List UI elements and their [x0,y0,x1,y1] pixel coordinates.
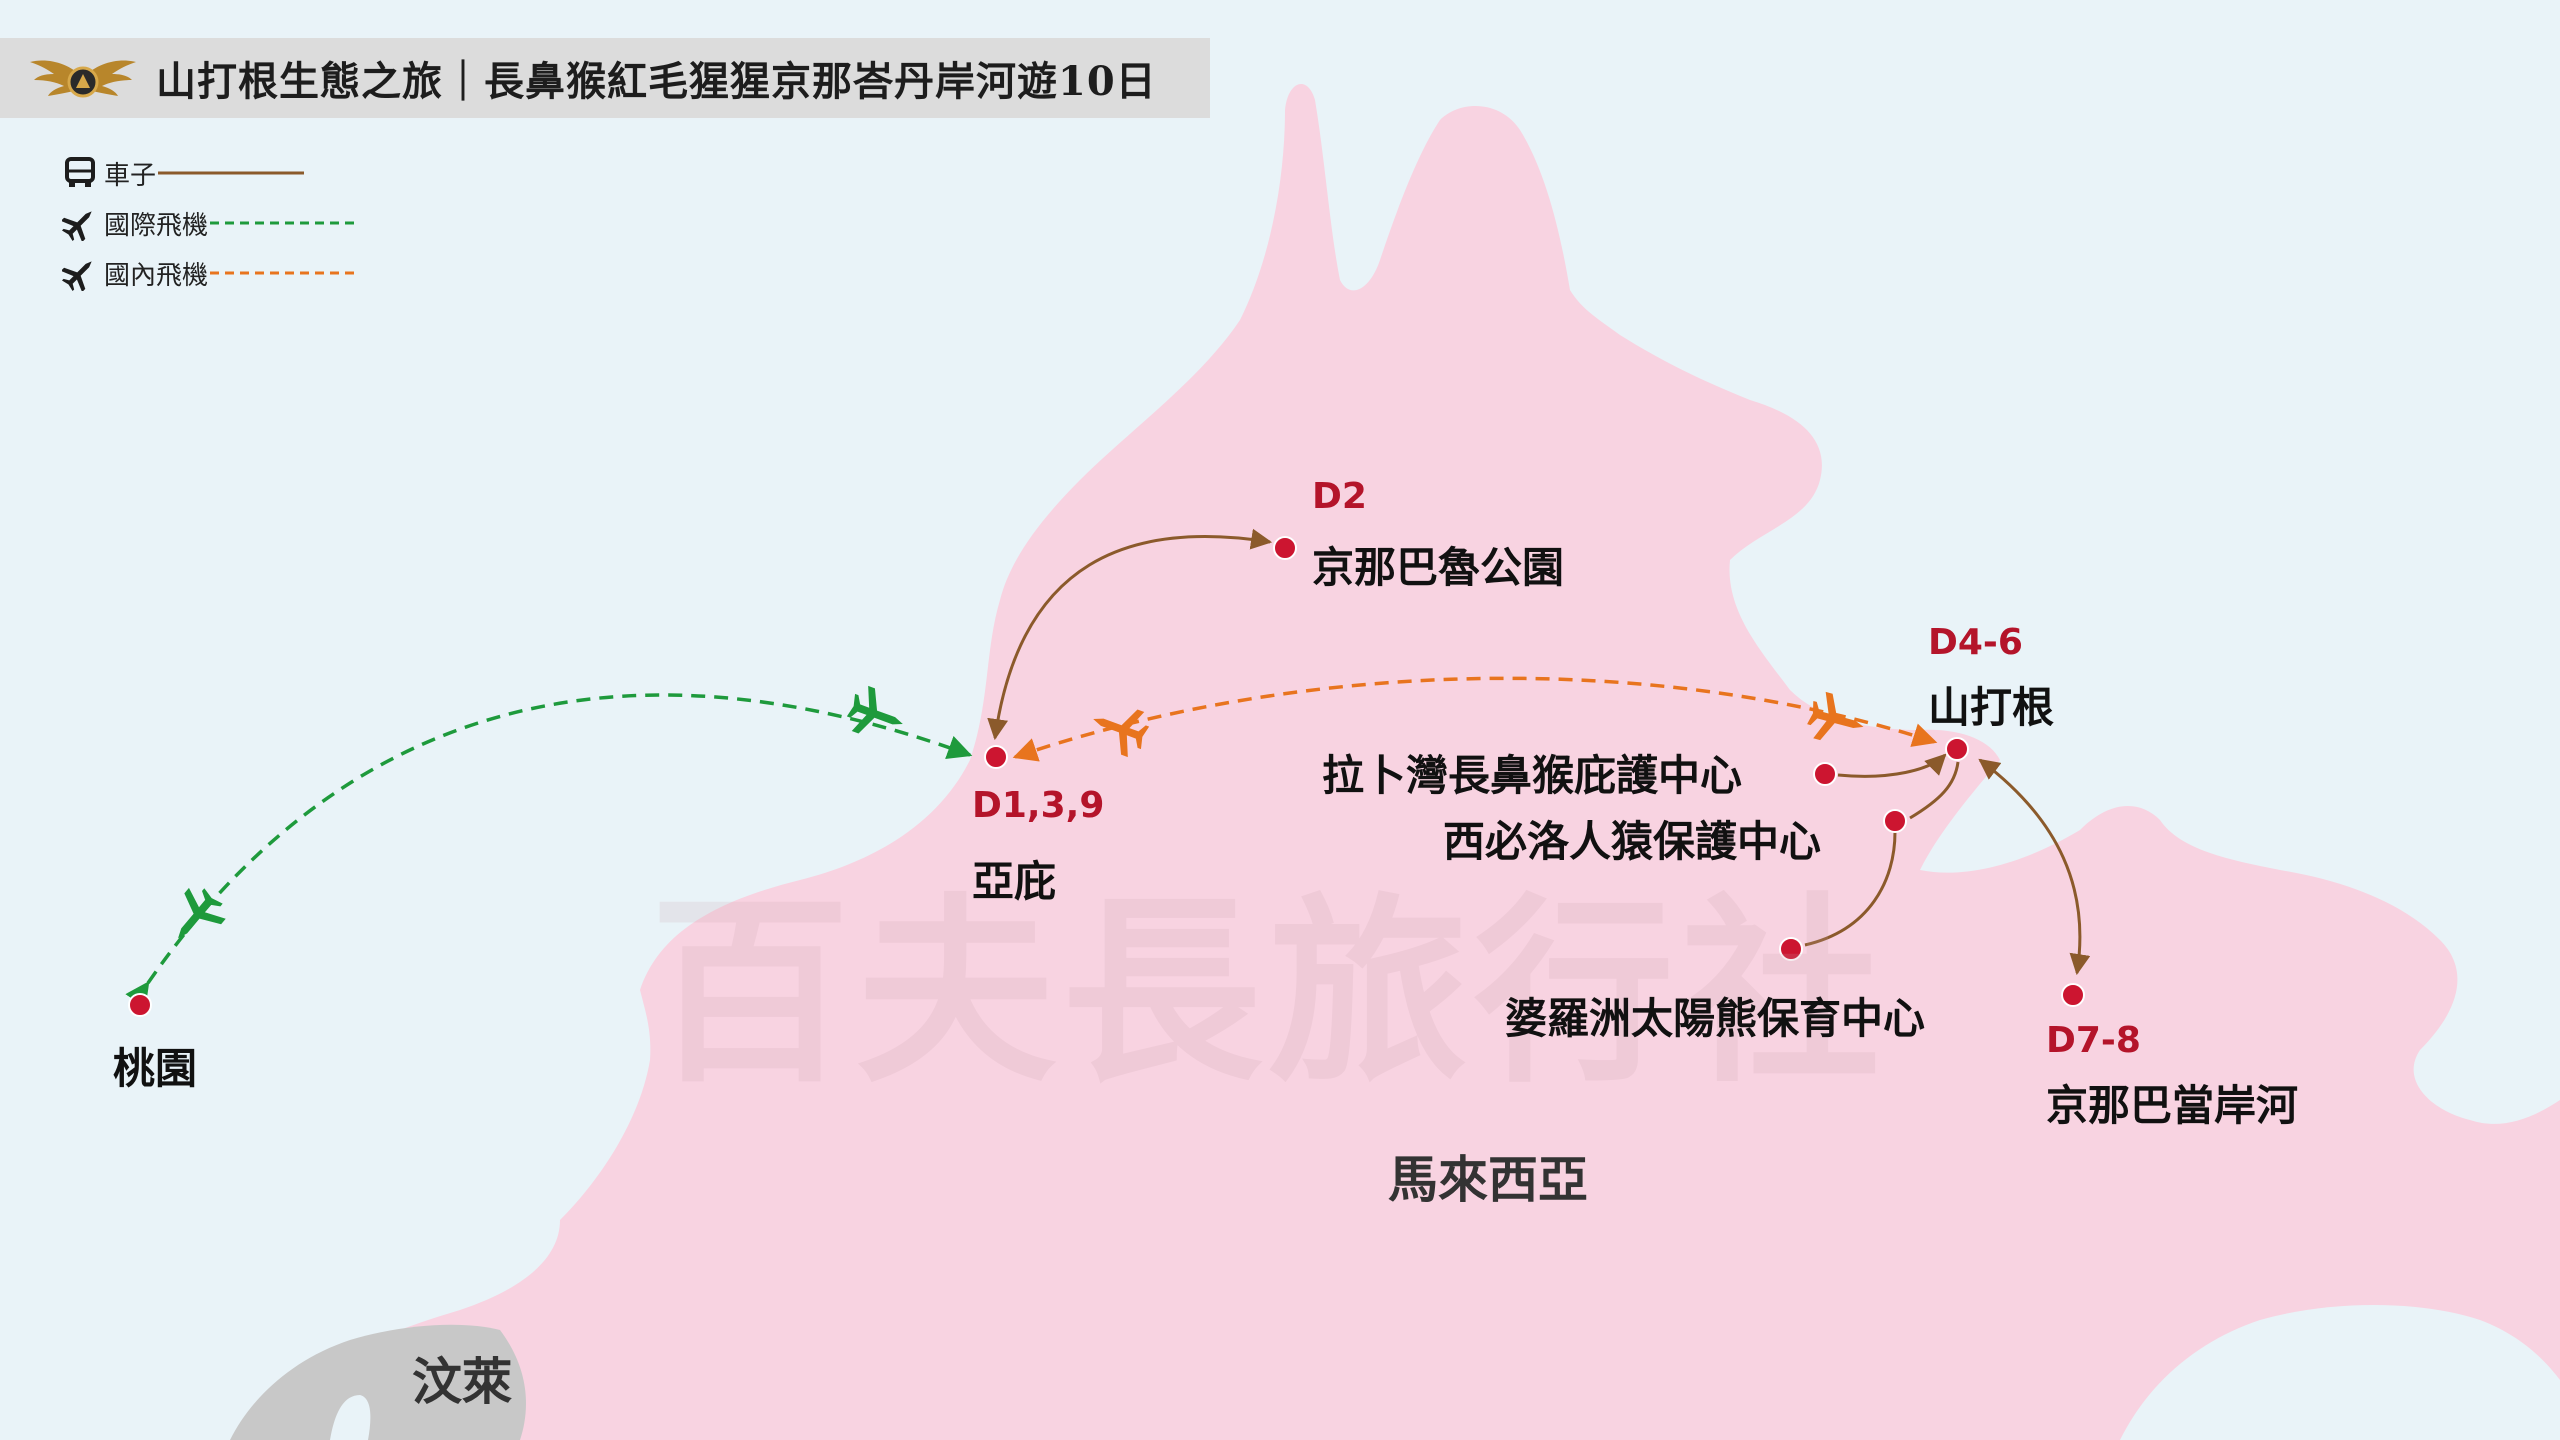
legend-domestic: 國內飛機 [62,248,358,298]
page-title: 山打根生態之旅｜長鼻猴紅毛猩猩京那峇丹岸河遊10日 [156,58,1157,105]
legend-car-line [158,171,305,175]
region-malaysia: 馬來西亞 [1388,1150,1588,1209]
legend-international: 國際飛機 [62,198,358,248]
legend-international-line [210,221,357,225]
legend-car-label: 車子 [104,160,157,191]
plane-icon [62,255,98,291]
route-intl-taoyuan-kk [125,693,973,1009]
land-brunei-curl [330,1395,371,1440]
label-kota-kinabalu: 亞庇 [972,857,1057,906]
marker-kinabalu-park [1273,536,1297,560]
route-car-sepilok [1909,761,1960,820]
title-bar: 山打根生態之旅｜長鼻猴紅毛猩猩京那峇丹岸河遊10日 [0,38,1210,118]
label-labuk-bay: 拉卜灣長鼻猴庇護中心 [1322,751,1743,800]
marker-sandakan [1945,737,1969,761]
route-car-sunbear [1804,831,1897,947]
marker-kinabatangan [2061,983,2085,1007]
label-kinabatangan: 京那巴當岸河 [2046,1081,2299,1130]
day-kota-kinabalu: D1,3,9 [972,785,1105,826]
label-sandakan: 山打根 [1928,683,2055,732]
plane-icon-intl-1 [842,682,912,747]
region-brunei: 汶萊 [412,1352,512,1411]
bus-icon [65,157,95,187]
label-sepilok: 西必洛人猿保護中心 [1443,817,1822,866]
watermark-text: 百夫長旅行社 [650,877,1887,1110]
route-domestic-kk-sandakan [1012,676,1938,762]
marker-sun-bear [1779,937,1803,961]
marker-kota-kinabalu [984,745,1008,769]
legend-car: 車子 [62,148,358,198]
marker-taoyuan [128,993,152,1017]
label-taoyuan: 桃園 [113,1044,198,1093]
route-car-kk-park [987,528,1273,741]
legend-domestic-line [210,271,357,275]
winged-logo-icon [30,60,136,98]
route-car-sandakan-kinabatangan [1978,758,2091,976]
land-brunei [230,1324,526,1440]
legend-domestic-label: 國內飛機 [104,260,209,291]
land-borneo [230,84,2560,1440]
label-kinabalu-park: 京那巴魯公園 [1312,543,1565,592]
day-sandakan: D4-6 [1928,622,2023,663]
label-sun-bear: 婆羅洲太陽熊保育中心 [1505,994,1926,1043]
sea-inlet [2120,1305,2560,1440]
marker-sepilok [1883,809,1907,833]
marker-labuk-bay [1813,762,1837,786]
plane-icon [62,205,98,241]
day-kinabatangan: D7-8 [2046,1020,2141,1061]
day-kinabalu-park: D2 [1312,476,1367,517]
legend-international-label: 國際飛機 [104,210,209,241]
legend: 車子 國際飛機 國內飛機 [62,148,358,298]
route-car-sandakan-labuk [1837,753,1947,778]
